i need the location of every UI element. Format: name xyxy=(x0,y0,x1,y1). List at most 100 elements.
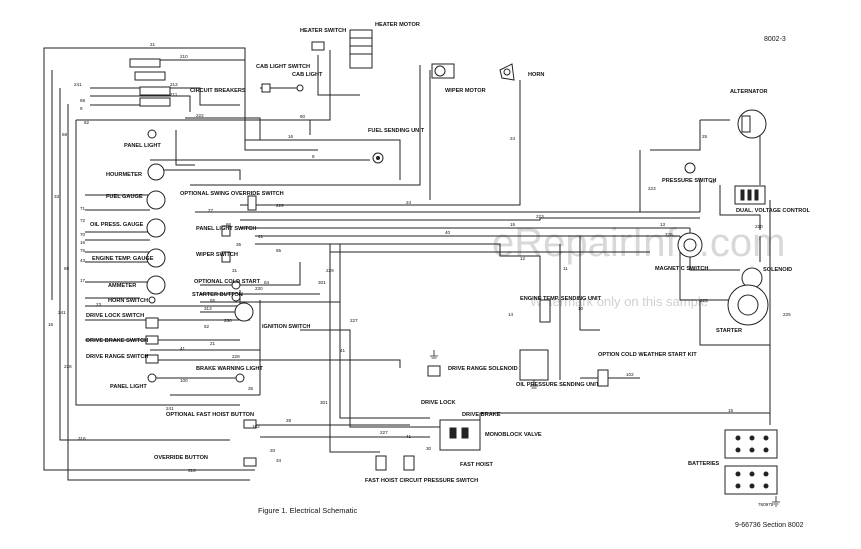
wire-number: 316 xyxy=(78,436,86,441)
wire-number: 72 xyxy=(80,218,86,223)
label-heater-switch: HEATER SWITCH xyxy=(300,28,346,34)
label-fast-hoist: FAST HOIST xyxy=(460,462,494,468)
label-wiper-motor: WIPER MOTOR xyxy=(445,88,486,94)
override-button: OVERRIDE BUTTON xyxy=(154,455,257,467)
fuel-gauge: FUEL GAUGE xyxy=(106,190,166,210)
ammeter: AMMETER xyxy=(108,275,166,295)
wire-number: 16 xyxy=(288,134,294,139)
heater-switch: HEATER SWITCH xyxy=(300,28,346,51)
oil-pressure-sending-unit: OIL PRESSURE SENDING UNIT xyxy=(516,349,600,388)
label-horn-switch: HORN SWITCH xyxy=(108,298,148,304)
label-alternator: ALTERNATOR xyxy=(730,89,768,95)
figure-caption: Figure 1. Electrical Schematic xyxy=(258,506,357,515)
wire-number: 241 xyxy=(58,310,66,315)
wire-number: 225 xyxy=(700,298,708,303)
wire-number: 10 xyxy=(578,306,584,311)
horn: HORN xyxy=(499,63,544,81)
cold-weather-start-kit: OPTION COLD WEATHER START KIT xyxy=(597,352,697,387)
wire-number: 100 xyxy=(180,378,188,383)
drive-range-solenoid: DRIVE RANGE SOLENOID xyxy=(427,365,518,377)
horn-switch: HORN SWITCH xyxy=(108,296,156,304)
label-option-cold-weather-start-kit: OPTION COLD WEATHER START KIT xyxy=(598,352,697,358)
label-fuel-gauge: FUEL GAUGE xyxy=(106,194,143,200)
optional-cold-start: OPTIONAL COLD START xyxy=(194,279,261,290)
fuel-sending-unit: FUEL SENDING UNIT xyxy=(368,128,425,164)
watermark-sub: Watermark only on this sample xyxy=(530,294,708,309)
label-drive-range-solenoid: DRIVE RANGE SOLENOID xyxy=(448,366,518,372)
wire-number: 75 xyxy=(80,248,86,253)
drive-lock-switch: DRIVE LOCK SWITCH xyxy=(86,313,159,329)
wire-number: 30 xyxy=(426,446,432,451)
wire-number-labels: 21 210 212 211 241 68 9 62 222 60 16 8 2… xyxy=(48,42,791,473)
label-monoblock-valve: MONOBLOCK VALVE xyxy=(485,432,542,438)
wire-number: 227 xyxy=(380,430,388,435)
wire-number: 15 xyxy=(510,222,516,227)
wire-number: 250 xyxy=(224,318,232,323)
wire-number: 223 xyxy=(648,186,656,191)
wiring-harness xyxy=(43,47,771,481)
wire-number: 35 xyxy=(236,242,242,247)
batteries: BATTERIES xyxy=(688,429,778,495)
wire-number: 8 xyxy=(312,154,315,159)
label-batteries: BATTERIES xyxy=(688,461,720,467)
label-circuit-breakers: CIRCUIT BREAKERS xyxy=(190,88,246,94)
wire-left-4 xyxy=(75,120,240,406)
wire-number: 55 xyxy=(210,298,216,303)
wire-number: 68 xyxy=(64,266,70,271)
label-oil-pressure-sending-unit: OIL PRESSURE SENDING UNIT xyxy=(516,382,600,388)
page-footer: 9-66736 Section 8002 xyxy=(735,522,804,529)
wire-number: 12 xyxy=(520,256,526,261)
wire-number: 11 xyxy=(563,266,568,271)
image-number: 760975 xyxy=(758,502,774,507)
wire-number: 316 xyxy=(188,468,196,473)
label-wiper-switch: WIPER SWITCH xyxy=(196,252,238,258)
engine-temp-gauge: ENGINE TEMP. GAUGE xyxy=(92,248,166,268)
wire-left-3 xyxy=(67,104,250,481)
label-dual-voltage-control: DUAL. VOLTAGE CONTROL xyxy=(736,208,811,214)
wire-number: 14 xyxy=(508,312,514,317)
wire-number: 33 xyxy=(54,194,60,199)
wiper-motor: WIPER MOTOR xyxy=(431,63,486,94)
fast-hoist-button: OPTIONAL FAST HOIST BUTTON xyxy=(166,412,257,429)
wire-number: 23 xyxy=(96,302,102,307)
wire-number: 34 xyxy=(276,458,282,463)
wire-number: 226 xyxy=(665,232,673,237)
wire-number: 212 xyxy=(170,82,178,87)
wire-number: 35 xyxy=(248,386,254,391)
wire-number: 228 xyxy=(64,364,72,369)
label-engine-temp-gauge: ENGINE TEMP. GAUGE xyxy=(92,256,154,262)
label-hourmeter: HOURMETER xyxy=(106,172,142,178)
panel-light-switch: PANEL LIGHT SWITCH xyxy=(196,225,256,237)
wire-number: 62 xyxy=(84,120,90,125)
wire-number: 301 xyxy=(320,400,328,405)
wire-number: 228 xyxy=(232,354,240,359)
wire-number: 31 xyxy=(232,268,238,273)
wire-number: 241 xyxy=(166,406,174,411)
cab-light-switch: CAB LIGHT SWITCH xyxy=(256,64,310,93)
wire-number: 229 xyxy=(326,268,334,273)
wire-number: 17 xyxy=(80,278,86,283)
dual-voltage-control: DUAL. VOLTAGE CONTROL xyxy=(734,185,811,214)
wire-number: 24 xyxy=(510,136,516,141)
circuit-breakers: CIRCUIT BREAKERS xyxy=(129,58,246,107)
wire-number: 16 xyxy=(80,240,86,245)
label-solenoid: SOLENOID xyxy=(763,267,792,273)
label-oil-press-gauge: OIL PRESS. GAUGE xyxy=(90,222,144,228)
wire-number: 229 xyxy=(276,203,284,208)
wire-number: 301 xyxy=(318,280,326,285)
label-fast-hoist-circuit-pressure-switch: FAST HOIST CIRCUIT PRESSURE SWITCH xyxy=(365,478,478,484)
wire-number: 211 xyxy=(170,92,178,97)
label-drive-range-switch: DRIVE RANGE SWITCH xyxy=(86,354,148,360)
wire-number: 210 xyxy=(180,54,188,59)
label-panel-light-2: PANEL LIGHT xyxy=(110,384,147,390)
wire-number: 41 xyxy=(180,346,186,351)
wire-number: 223 xyxy=(536,214,544,219)
cab-light: CAB LIGHT xyxy=(292,72,323,92)
label-heater-motor: HEATER MOTOR xyxy=(375,22,420,28)
wire-number: 64 xyxy=(264,280,270,285)
wire-number: 70 xyxy=(80,232,86,237)
wire-number: 43 xyxy=(80,258,86,263)
wire-number: 241 xyxy=(74,82,82,87)
wire-number: 68 xyxy=(80,98,86,103)
